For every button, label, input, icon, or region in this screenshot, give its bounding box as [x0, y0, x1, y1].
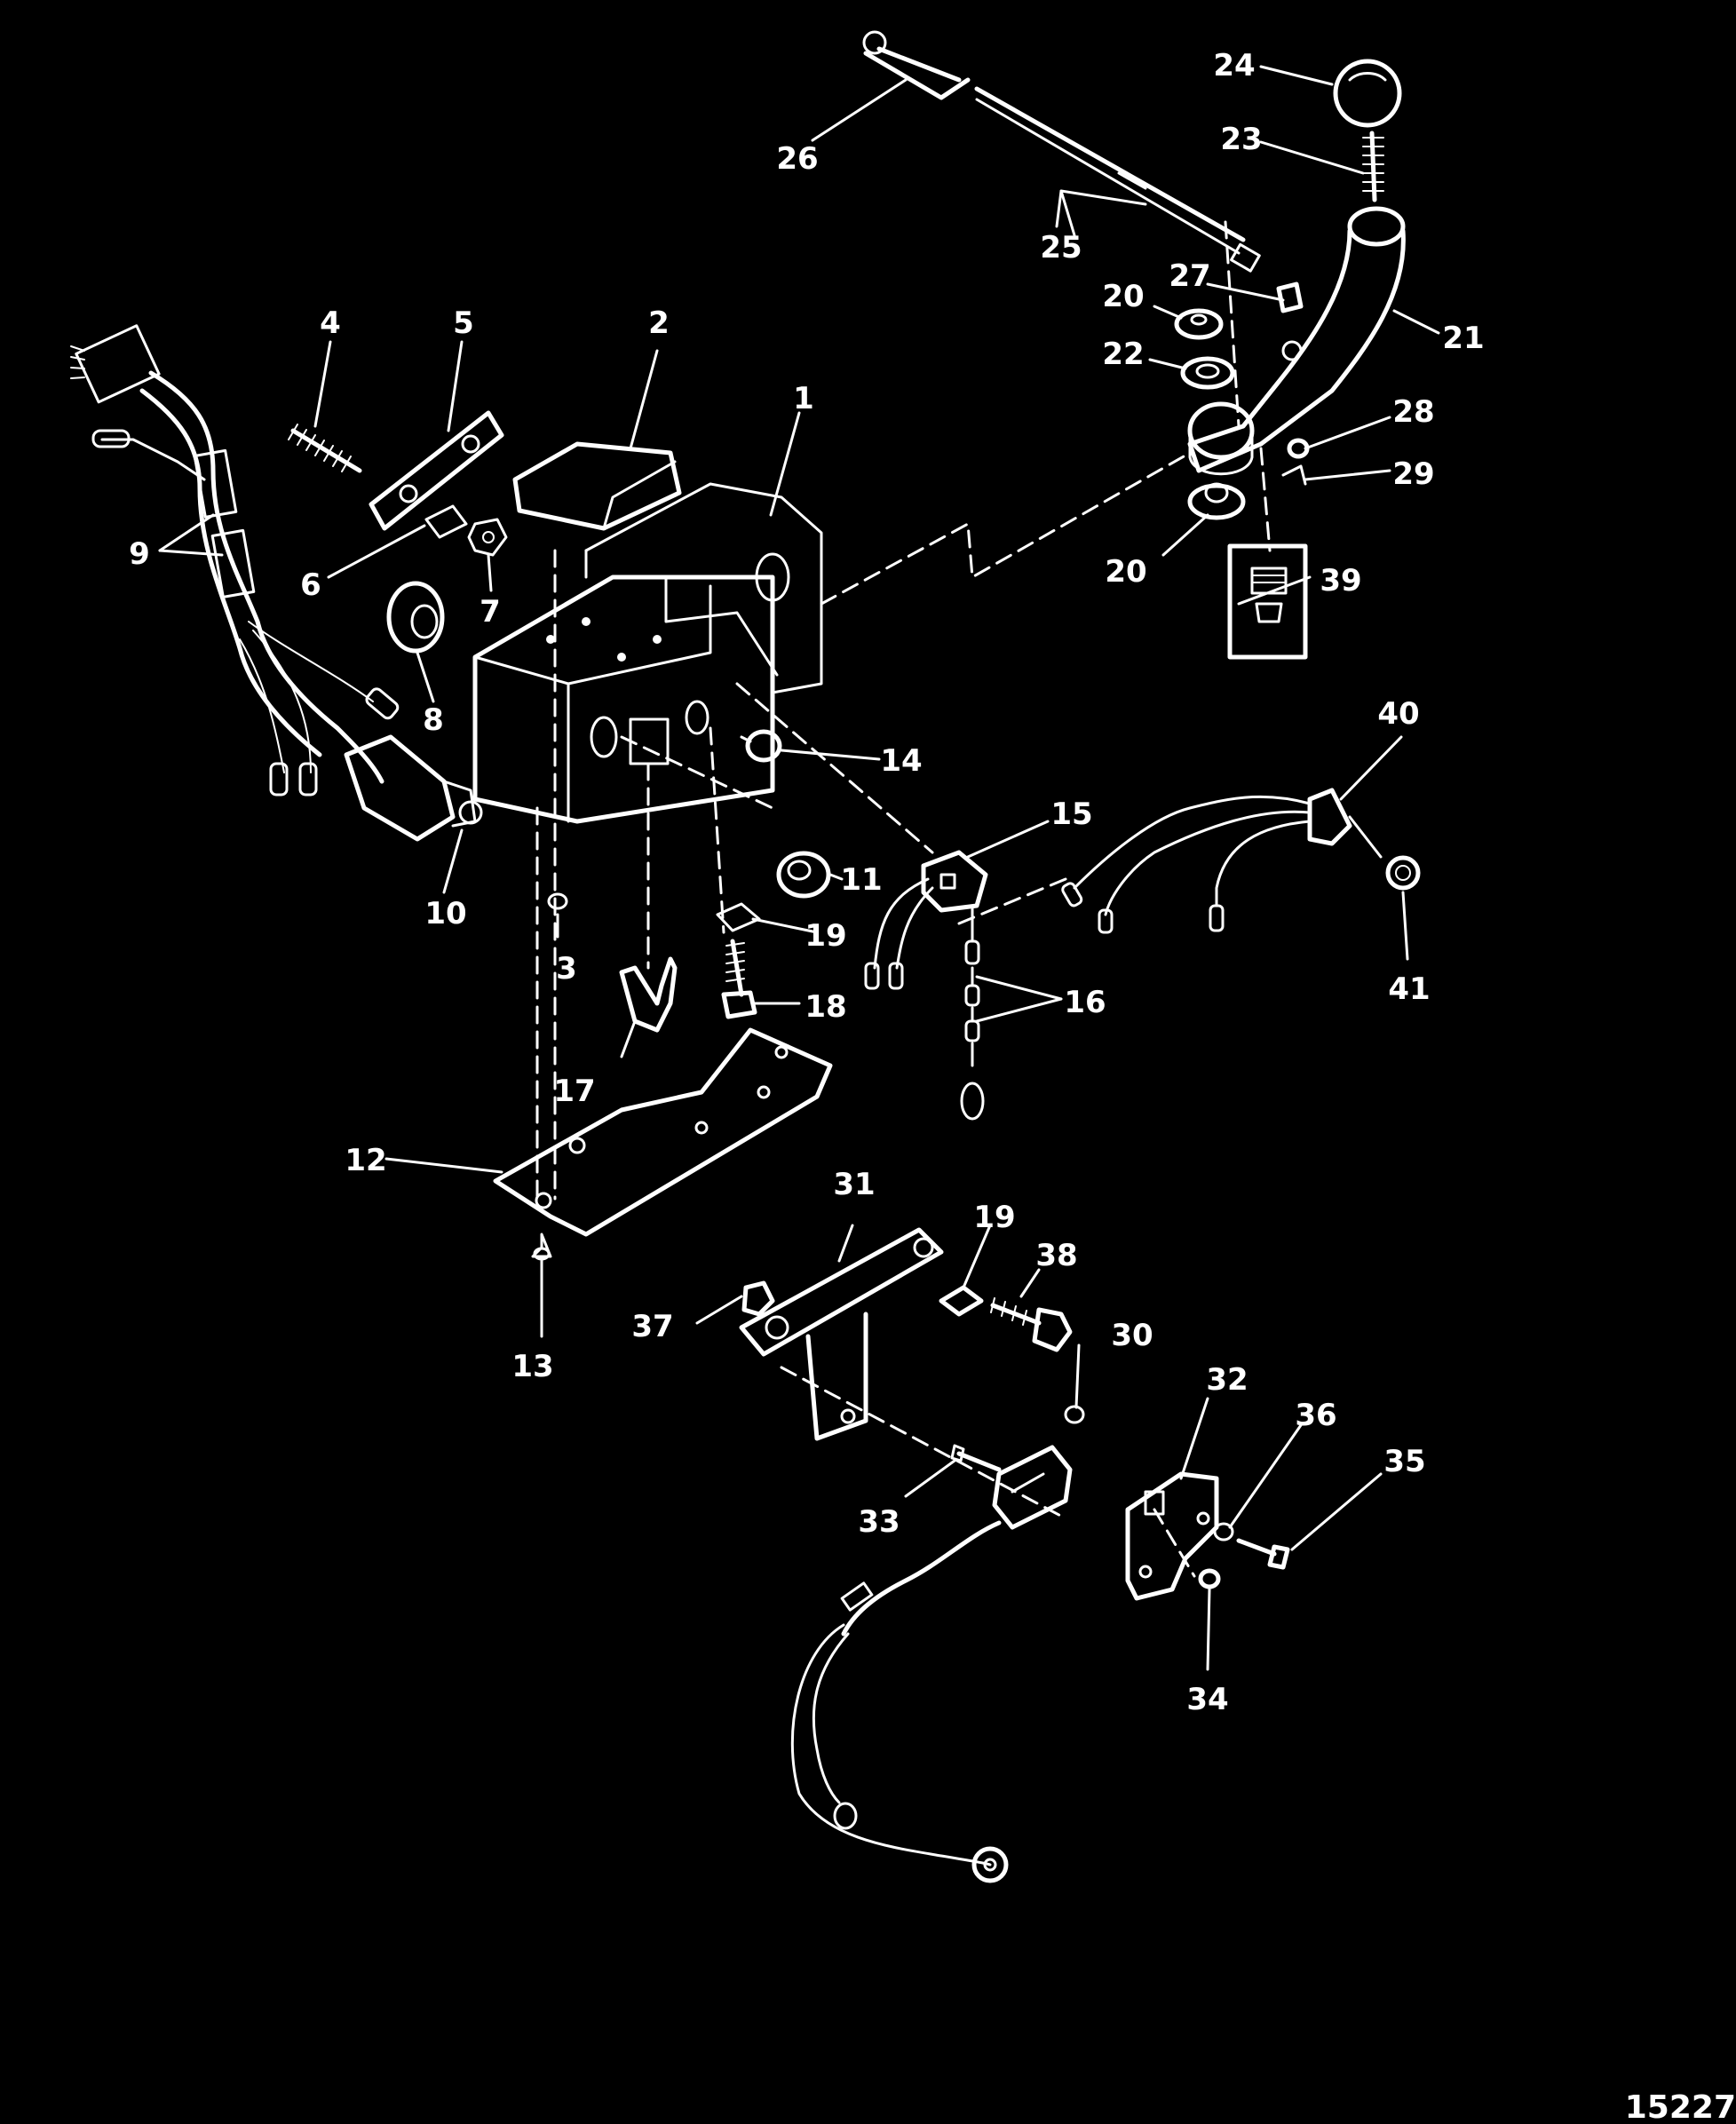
callout-24: 24	[1213, 48, 1255, 83]
inset-detail	[1227, 543, 1308, 660]
callout-14: 14	[880, 743, 922, 779]
connector-plug	[344, 734, 483, 842]
callout-21: 21	[1442, 321, 1484, 356]
cover-plate	[512, 441, 682, 531]
bolt	[721, 939, 757, 1019]
wiring-harness	[70, 324, 400, 796]
switch-bracket	[1125, 1471, 1219, 1601]
callout-13: 13	[511, 1349, 553, 1384]
callout-27: 27	[1169, 258, 1210, 294]
callout-28: 28	[1392, 394, 1434, 430]
callout-19-upper: 19	[805, 918, 846, 954]
clip-29	[1281, 464, 1307, 486]
callout-20-lower: 20	[1105, 554, 1146, 590]
callout-8: 8	[423, 702, 444, 738]
callout-4: 4	[320, 305, 341, 341]
callout-39: 39	[1320, 563, 1361, 598]
hex-bolt-38	[990, 1297, 1073, 1352]
plate	[369, 410, 504, 531]
callout-20-upper: 20	[1102, 279, 1144, 314]
callout-17: 17	[553, 1074, 595, 1109]
callout-11: 11	[840, 862, 882, 898]
small-nut	[547, 892, 568, 910]
callout-7: 7	[480, 594, 501, 630]
callout-26: 26	[776, 141, 818, 177]
callout-23: 23	[1220, 122, 1262, 157]
nut	[467, 518, 508, 557]
callout-18: 18	[805, 989, 846, 1025]
clip	[619, 956, 678, 1033]
callout-40: 40	[1377, 696, 1419, 732]
callout-19-lower: 19	[973, 1200, 1015, 1235]
spring	[288, 424, 362, 473]
washer-22	[1180, 356, 1235, 390]
callout-32: 32	[1206, 1362, 1248, 1398]
screw-33	[950, 1444, 1002, 1472]
reference-number: 15227	[1625, 2089, 1736, 2124]
jumper-leads	[960, 966, 985, 1121]
control-housing	[472, 482, 823, 824]
callout-6: 6	[300, 567, 321, 603]
callout-33: 33	[858, 1504, 900, 1540]
callout-1: 1	[793, 381, 814, 416]
callout-34: 34	[1186, 1682, 1228, 1717]
leader-lines	[158, 65, 1440, 1671]
tab-washer-19b	[939, 1285, 984, 1317]
screw-35	[1236, 1538, 1290, 1570]
callout-37: 37	[631, 1309, 673, 1344]
callout-25: 25	[1040, 230, 1082, 266]
callout-31: 31	[833, 1167, 875, 1202]
callout-9: 9	[129, 536, 150, 572]
callout-labels: 1 2 3 4 5 6 7 8 9 10 11 12 13 14 15 16 1…	[129, 48, 1485, 1717]
screw	[531, 1232, 552, 1261]
callout-5: 5	[453, 305, 474, 341]
mounting-plate	[493, 1027, 833, 1237]
micro-switch	[992, 1445, 1073, 1530]
switch	[864, 850, 988, 990]
toggle-switch	[1061, 788, 1383, 934]
shift-rod	[862, 30, 1261, 273]
button-plug	[740, 729, 782, 763]
washer-36	[1213, 1522, 1234, 1541]
callout-10: 10	[424, 896, 466, 931]
nut-30	[1064, 1405, 1085, 1424]
tab-washer	[424, 504, 468, 539]
grommet	[386, 581, 445, 654]
callout-22: 22	[1102, 337, 1144, 372]
callout-30: 30	[1111, 1318, 1153, 1353]
callout-35: 35	[1383, 1444, 1425, 1479]
callout-41: 41	[1388, 971, 1430, 1007]
hex-nut-37	[741, 1280, 775, 1317]
callout-16: 16	[1064, 985, 1106, 1020]
bushing-lower	[1187, 482, 1246, 520]
callout-12: 12	[345, 1143, 386, 1178]
ground-wire	[790, 1520, 1009, 1883]
locknut	[776, 851, 831, 899]
callout-2: 2	[648, 305, 670, 341]
callout-3: 3	[556, 951, 577, 987]
callout-36: 36	[1295, 1398, 1336, 1433]
toggle-nut	[1385, 855, 1421, 891]
bracket-arm	[739, 1227, 944, 1441]
nut-34	[1198, 1568, 1221, 1589]
dashed-leaders	[535, 220, 1272, 1578]
callout-38: 38	[1035, 1238, 1077, 1273]
callout-15: 15	[1050, 796, 1092, 832]
shift-lever	[1187, 59, 1406, 473]
bushing-upper	[1174, 308, 1224, 340]
callout-29: 29	[1392, 456, 1434, 492]
bushing-27	[1276, 281, 1304, 313]
pivot-collar	[1187, 401, 1255, 476]
